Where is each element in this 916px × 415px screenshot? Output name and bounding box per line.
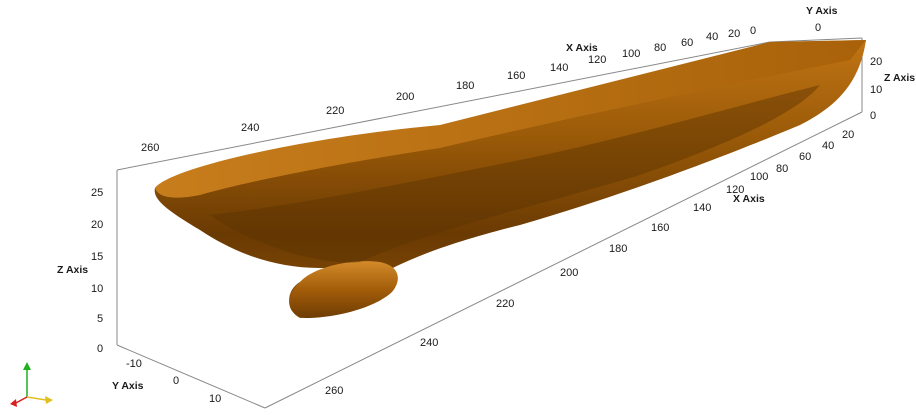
y-axis-bottom-title: Y Axis <box>112 380 144 392</box>
hull-shadow <box>210 85 820 263</box>
y-axis-bottom-tick: 0 <box>173 375 179 387</box>
x-axis-top-title: X Axis <box>566 42 598 54</box>
y-axis-top: Y Axis 0 <box>806 5 838 34</box>
z-axis-left: Z Axis 0 5 10 15 20 25 <box>57 187 103 355</box>
orientation-z-arrow-icon <box>23 362 31 370</box>
axes-box <box>116 37 863 409</box>
x-axis-right-tick: 80 <box>776 163 788 175</box>
z-axis-right: Z Axis 0 10 20 <box>870 56 915 122</box>
x-axis-top-tick: 220 <box>326 105 344 117</box>
x-axis-top-tick: 100 <box>622 48 640 60</box>
z-axis-right-title: Z Axis <box>884 72 915 84</box>
bulbous-bow <box>289 261 398 318</box>
x-axis-right-tick: 160 <box>651 222 669 234</box>
x-axis-right-tick: 240 <box>420 337 438 349</box>
x-axis-right-tick: 20 <box>842 129 854 141</box>
y-axis-bottom-tick: 10 <box>209 393 221 405</box>
z-axis-left-tick: 10 <box>91 283 103 295</box>
x-axis-top-tick: 40 <box>706 31 718 43</box>
x-axis-top-tick: 20 <box>728 28 740 40</box>
hull-side <box>154 40 866 318</box>
x-axis-right-tick: 140 <box>693 202 711 214</box>
z-axis-left-tick: 15 <box>91 251 103 263</box>
x-axis-top-tick: 240 <box>241 122 259 134</box>
orientation-y-axis <box>26 396 47 401</box>
x-axis-top-tick: 0 <box>750 25 756 37</box>
z-axis-left-tick: 20 <box>91 219 103 231</box>
orientation-axes-widget <box>10 362 53 407</box>
x-axis-top-tick: 160 <box>507 70 525 82</box>
z-axis-right-tick: 0 <box>870 110 876 122</box>
x-axis-top: X Axis 0 20 40 60 80 100 120 140 160 180… <box>141 25 756 154</box>
x-axis-right-tick: 100 <box>750 171 768 183</box>
z-axis-left-title: Z Axis <box>57 264 88 276</box>
orientation-x-arrow-icon <box>10 399 17 407</box>
y-axis-top-title: Y Axis <box>806 5 838 17</box>
x-axis-top-tick: 120 <box>588 54 606 66</box>
x-axis-top-tick: 80 <box>654 42 666 54</box>
y-axis-bottom: Y Axis -10 0 10 <box>112 358 221 405</box>
y-axis-bottom-tick: -10 <box>126 358 142 370</box>
x-axis-right-tick: 180 <box>609 243 627 255</box>
x-axis-top-tick: 140 <box>550 62 568 74</box>
x-axis-right-tick: 60 <box>799 151 811 163</box>
x-axis-right-title: X Axis <box>733 193 765 205</box>
x-axis-right: X Axis 20 40 60 80 100 120 140 160 180 2… <box>325 129 854 397</box>
orientation-y-arrow-icon <box>45 396 53 404</box>
x-axis-top-tick: 180 <box>456 80 474 92</box>
z-axis-left-tick: 0 <box>97 343 103 355</box>
x-axis-right-tick: 260 <box>325 385 343 397</box>
x-axis-top-tick: 260 <box>141 142 159 154</box>
z-axis-right-tick: 20 <box>870 56 882 68</box>
x-axis-top-tick: 200 <box>396 91 414 103</box>
z-axis-left-tick: 5 <box>97 313 103 325</box>
x-axis-right-tick: 220 <box>496 298 514 310</box>
z-axis-left-tick: 25 <box>91 187 103 199</box>
hull-deck <box>155 40 866 198</box>
y-axis-top-tick: 0 <box>815 22 821 34</box>
x-axis-right-tick: 120 <box>726 184 744 196</box>
x-axis-top-tick: 60 <box>681 37 693 49</box>
z-axis-right-tick: 10 <box>870 84 882 96</box>
x-axis-right-tick: 40 <box>822 140 834 152</box>
x-axis-right-tick: 200 <box>560 267 578 279</box>
ship-hull <box>154 40 866 318</box>
